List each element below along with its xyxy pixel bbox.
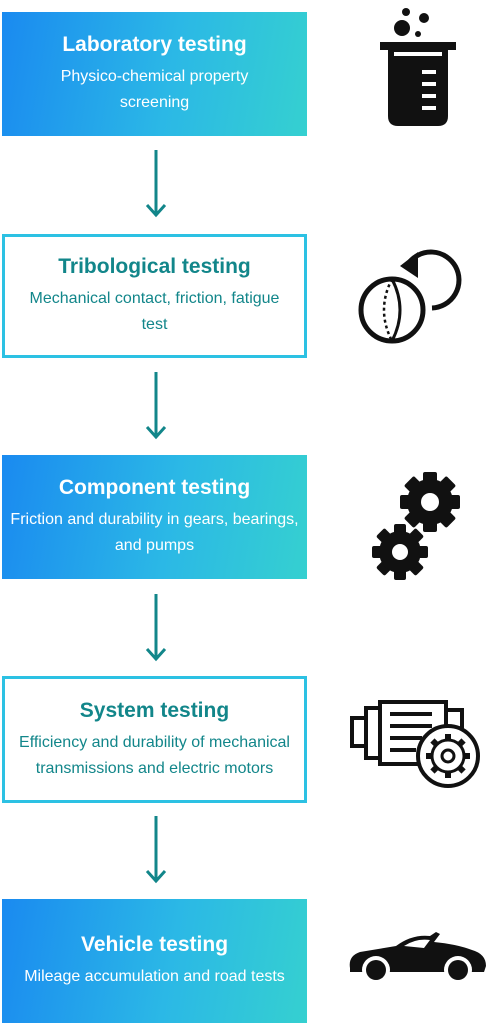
step-vehicle-testing: Vehicle testing Mileage accumulation and… <box>2 899 307 1023</box>
step-system-testing: System testing Efficiency and durability… <box>2 676 307 803</box>
step-title: Vehicle testing <box>80 933 229 956</box>
rotating-sphere-icon <box>358 249 462 344</box>
step-title: Component testing <box>58 476 251 499</box>
arrow-down-icon <box>145 150 167 218</box>
beaker-icon <box>380 8 456 126</box>
step-description: Efficiency and durability of mechanical … <box>19 733 290 777</box>
step-title: System testing <box>79 698 230 722</box>
step-tribological-testing: Tribological testing Mechanical contact,… <box>2 234 307 358</box>
step-description: Mechanical contact, friction, fatigue te… <box>29 290 280 333</box>
motor-icon <box>350 700 480 788</box>
arrow-down-icon <box>145 816 167 884</box>
car-icon <box>349 932 486 984</box>
arrow-down-icon <box>145 372 167 440</box>
step-laboratory-testing: Laboratory testing Physico-chemical prop… <box>2 12 307 136</box>
gears-icon <box>372 472 460 580</box>
arrow-down-icon <box>145 594 167 662</box>
step-component-testing: Component testing Friction and durabilit… <box>2 455 307 579</box>
step-description: Friction and durability in gears, bearin… <box>10 511 299 554</box>
step-title: Tribological testing <box>58 255 251 278</box>
step-title: Laboratory testing <box>62 33 247 56</box>
step-description: Physico-chemical property screening <box>60 68 249 111</box>
step-description: Mileage accumulation and road tests <box>24 968 285 985</box>
